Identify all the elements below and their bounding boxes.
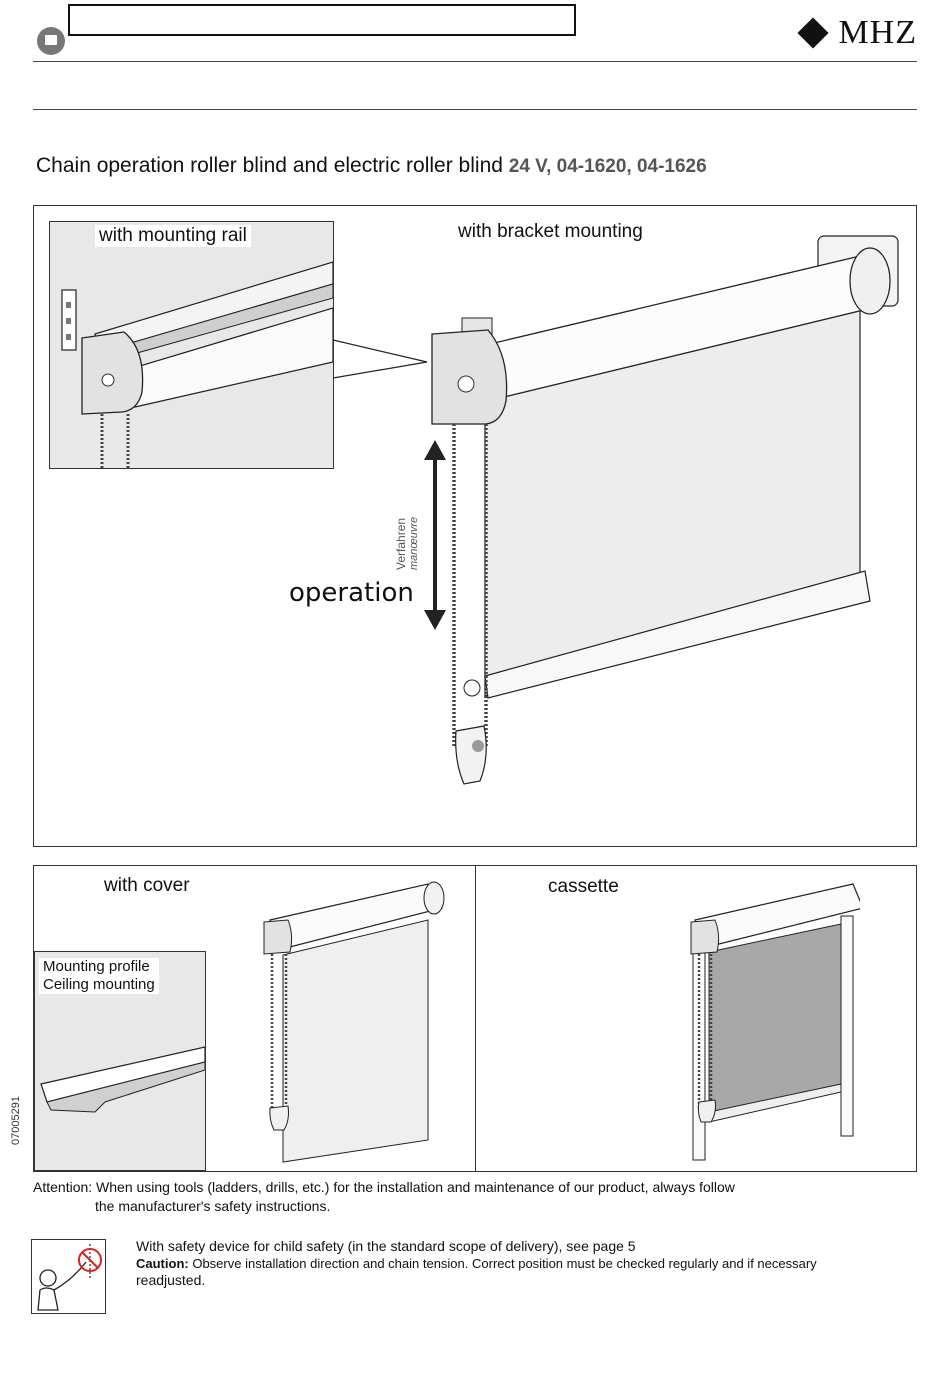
- profile-label: Mounting profile Ceiling mounting: [39, 958, 159, 994]
- bracket-mounting-label: with bracket mounting: [458, 221, 643, 242]
- callout-wedge: [333, 339, 428, 379]
- safety-note: With safety device for child safety (in …: [136, 1238, 817, 1289]
- caution-text: Observe installation direction and chain…: [188, 1256, 817, 1271]
- section-rule: [33, 109, 917, 110]
- attention-line2: the manufacturer's safety instructions.: [95, 1198, 331, 1214]
- header-rule: [33, 61, 917, 62]
- cover-label: with cover: [104, 875, 190, 896]
- title-suffix: 24 V, 04-1620, 04-1626: [508, 156, 707, 177]
- mounting-rail-drawing: [61, 261, 334, 468]
- roller-blind-drawing: [431, 235, 899, 785]
- page-icon: [37, 27, 65, 55]
- caution-line: Caution: Observe installation direction …: [136, 1255, 817, 1272]
- diamond-logo-icon: [797, 17, 829, 49]
- mounting-rail-inset: [49, 221, 334, 469]
- double-arrow-icon: [424, 440, 446, 630]
- page-title: Chain operation roller blind and electri…: [36, 154, 707, 178]
- cassette-label: cassette: [548, 876, 619, 897]
- title-main: Chain operation roller blind and electri…: [36, 154, 503, 177]
- operation-label: operation: [289, 578, 414, 608]
- brand-logo: MHZ: [797, 14, 917, 52]
- profile-line2: Ceiling mounting: [43, 976, 155, 993]
- safety-line1: With safety device for child safety (in …: [136, 1238, 636, 1254]
- cassette-figure: [475, 865, 917, 1172]
- mounting-rail-label: with mounting rail: [95, 225, 251, 247]
- caution-line2: readjusted.: [136, 1272, 206, 1288]
- vertical-label-fr: manœuvre: [408, 516, 420, 570]
- child-safety-icon: [31, 1239, 106, 1314]
- logo-text: MHZ: [838, 14, 917, 51]
- caution-label: Caution:: [136, 1256, 189, 1271]
- main-figure: [33, 205, 917, 847]
- attention-note: Attention: When using tools (ladders, dr…: [33, 1178, 735, 1216]
- attention-line1: Attention: When using tools (ladders, dr…: [33, 1179, 735, 1195]
- vertical-label: Verfahren manœuvre: [394, 516, 421, 570]
- profile-line1: Mounting profile: [43, 958, 150, 975]
- document-code: 07005291: [10, 1096, 22, 1145]
- cover-blind-drawing: [263, 881, 445, 1163]
- cassette-blind-drawing: [690, 883, 860, 1161]
- vertical-label-de: Verfahren: [394, 517, 408, 570]
- header-title-box: [68, 4, 576, 36]
